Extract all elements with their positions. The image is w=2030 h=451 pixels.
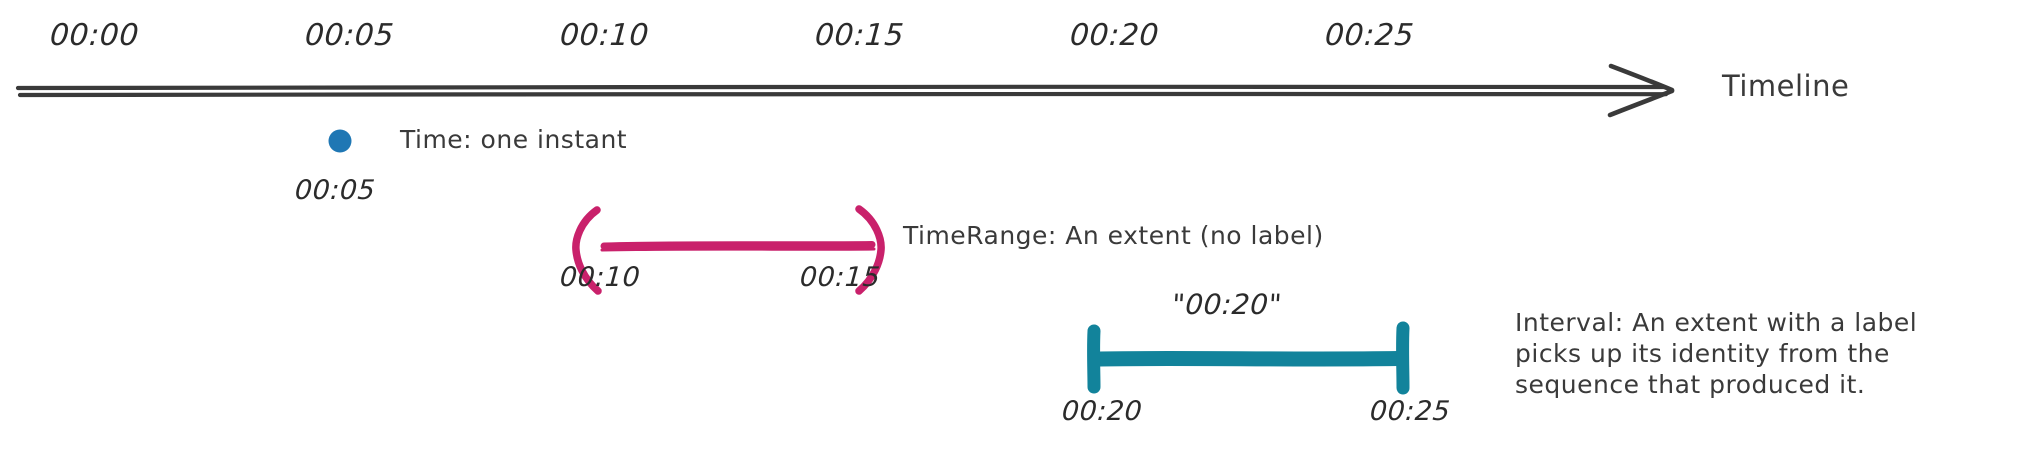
time-instant-annotation: Time: one instant bbox=[400, 125, 628, 154]
timeline-axis-title: Timeline bbox=[1722, 69, 1850, 103]
interval-label-title: "00:20" bbox=[1170, 288, 1284, 321]
timeline-axis-line bbox=[15, 84, 1669, 98]
tick-label-4: 00:20 bbox=[1068, 18, 1161, 53]
interval-annotation-line-3: sequence that produced it. bbox=[1515, 370, 1866, 399]
tick-label-3: 00:15 bbox=[813, 18, 906, 53]
time-range-annotation: TimeRange: An extent (no label) bbox=[903, 221, 1324, 250]
interval-annotation-line-1: Interval: An extent with a label bbox=[1515, 308, 1918, 337]
interval-ibeam-shape bbox=[1087, 321, 1410, 395]
time-range-end-label: 00:15 bbox=[798, 262, 882, 293]
tick-label-2: 00:10 bbox=[558, 18, 651, 53]
tick-label-1: 00:05 bbox=[303, 18, 396, 53]
timeline-arrowhead-icon bbox=[1607, 63, 1675, 118]
time-range-bracket-shape bbox=[572, 205, 885, 295]
time-range-start-label: 00:10 bbox=[558, 262, 642, 293]
tick-label-5: 00:25 bbox=[1323, 18, 1416, 53]
time-instant-endpoint-label: 00:05 bbox=[293, 175, 377, 206]
tick-label-0: 00:00 bbox=[48, 18, 141, 53]
interval-annotation-line-2: picks up its identity from the bbox=[1515, 339, 1890, 368]
interval-start-label: 00:20 bbox=[1060, 396, 1144, 427]
time-instant-dot bbox=[328, 129, 352, 153]
interval-end-label: 00:25 bbox=[1368, 396, 1452, 427]
interval-annotation: Interval: An extent with a label picks u… bbox=[1515, 307, 2015, 400]
